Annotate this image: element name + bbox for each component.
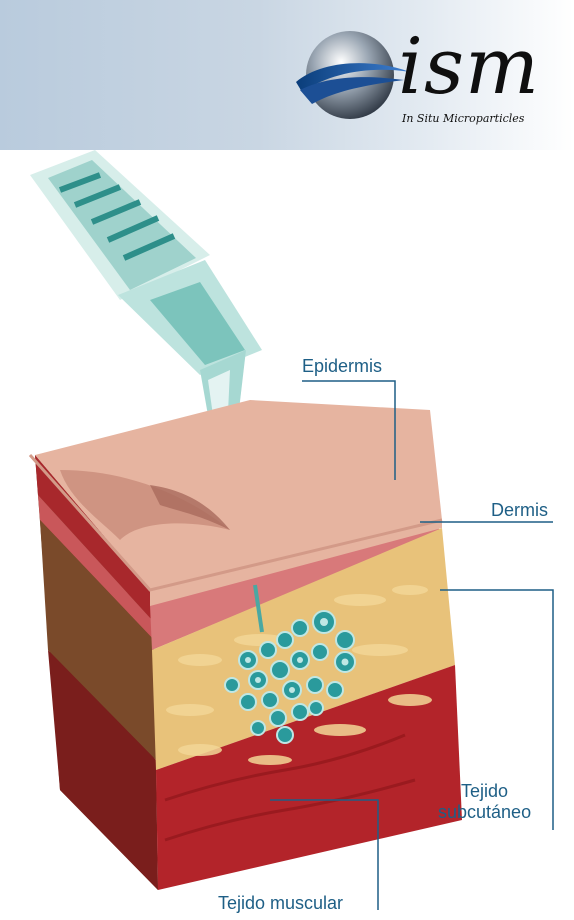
- label-subcutaneous: Tejido subcutáneo: [438, 781, 531, 823]
- label-muscle: Tejido muscular: [218, 893, 343, 914]
- label-dermis: Dermis: [491, 500, 548, 521]
- label-epidermis: Epidermis: [302, 356, 382, 377]
- label-subcutaneous-line2: subcutáneo: [438, 802, 531, 823]
- label-subcutaneous-line1: Tejido: [438, 781, 531, 802]
